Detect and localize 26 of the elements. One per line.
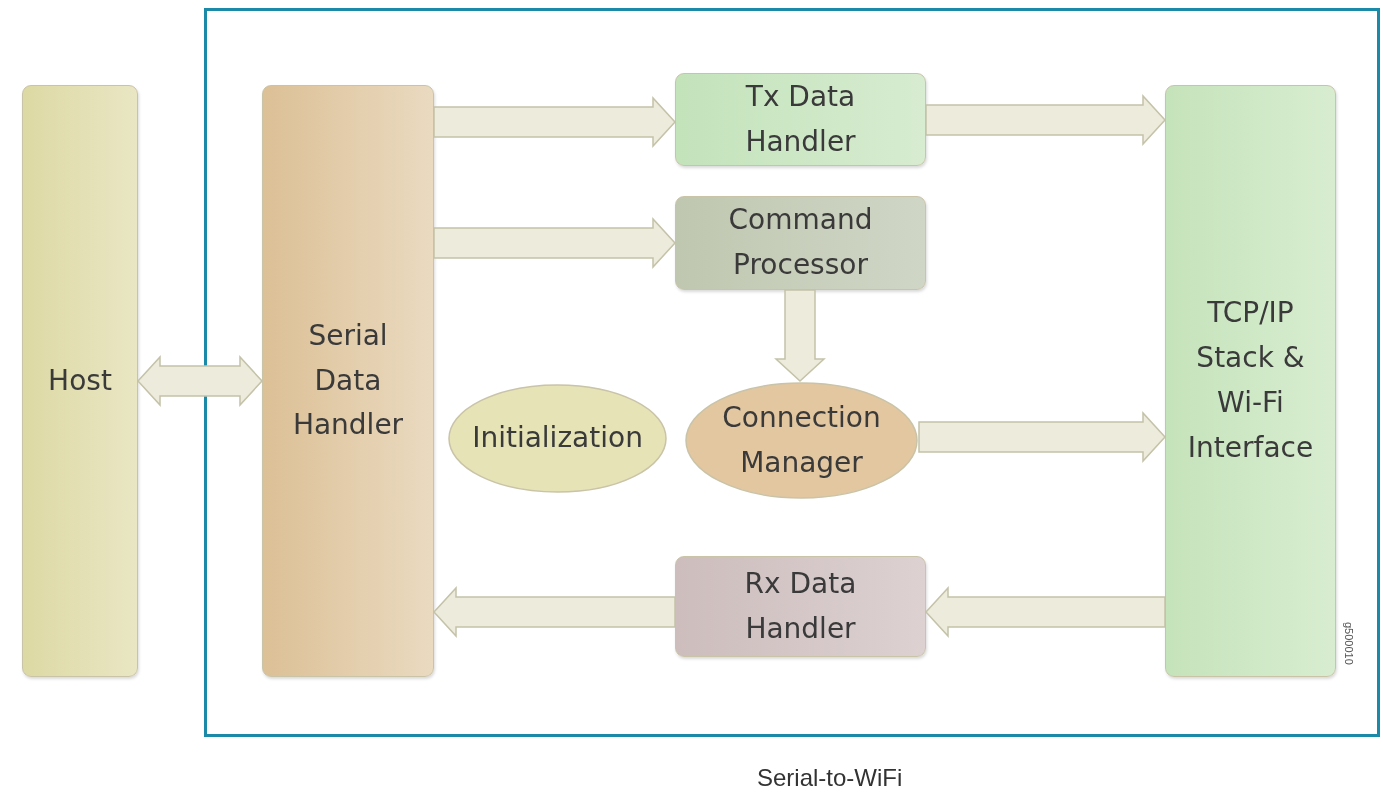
block-arrow bbox=[433, 217, 676, 269]
node-label: TCP/IP Stack & Wi-Fi Interface bbox=[1186, 295, 1315, 466]
node-label: Serial Data Handler bbox=[291, 317, 405, 444]
serial-data-handler-block bbox=[262, 85, 434, 677]
system-boundary-frame bbox=[204, 8, 1380, 737]
block-arrow bbox=[925, 94, 1166, 146]
figure-caption: Serial-to-WiFi bbox=[757, 764, 903, 792]
host-block bbox=[22, 85, 138, 677]
command-processor-box bbox=[675, 196, 926, 290]
node-label: Host bbox=[47, 362, 113, 399]
block-arrow bbox=[433, 586, 676, 638]
node-label: Initialization bbox=[471, 420, 644, 457]
connection-manager-ellipse bbox=[684, 381, 919, 500]
node-label: Command Processor bbox=[727, 202, 874, 283]
block-arrow bbox=[774, 289, 826, 382]
rx-data-handler-box bbox=[675, 556, 926, 657]
initialization-ellipse bbox=[447, 383, 668, 494]
block-arrow bbox=[925, 586, 1166, 638]
node-label: Rx Data Handler bbox=[743, 565, 858, 647]
block-arrow bbox=[918, 411, 1166, 463]
block-arrow bbox=[433, 96, 676, 148]
tx-data-handler-box bbox=[675, 73, 926, 166]
node-label: Tx Data Handler bbox=[744, 78, 857, 160]
tcp-ip-wifi-interface-block bbox=[1165, 85, 1336, 677]
node-label: Connection Manager bbox=[721, 399, 882, 481]
block-arrow bbox=[137, 355, 263, 407]
